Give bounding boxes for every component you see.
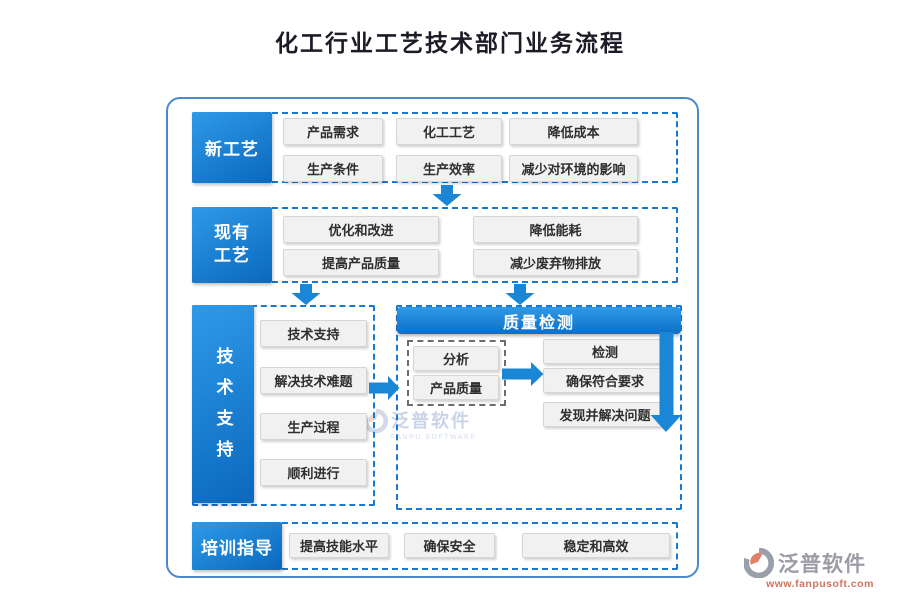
- quality-check-header: 质量检测: [397, 307, 681, 334]
- arrow-down-left-icon: [291, 284, 321, 305]
- brand-url: www.fanpusoft.com: [766, 578, 874, 590]
- box-production-process: 生产过程: [260, 413, 367, 440]
- page-title: 化工行业工艺技术部门业务流程: [275, 30, 625, 56]
- arrow-down-right-icon: [505, 284, 535, 305]
- label-training: 培训指导: [192, 522, 282, 570]
- box-tech-support: 技术支持: [260, 320, 367, 347]
- box-smooth-operation: 顺利进行: [260, 459, 367, 486]
- arrow-right-analysis-to-detect-icon: [502, 362, 544, 386]
- label-new-process: 新工艺: [192, 112, 272, 183]
- brand-logo: 泛普软件 www.fanpusoft.com: [744, 548, 896, 590]
- box-stable-efficient: 稳定和高效: [522, 533, 670, 558]
- label-existing-process: 现有工艺: [192, 207, 272, 283]
- section-quality-check: [396, 305, 682, 510]
- arrow-right-tech-to-qc-icon: [369, 376, 400, 400]
- box-optimize-improve: 优化和改进: [283, 216, 439, 243]
- fanpu-logo-icon: [744, 548, 774, 578]
- box-production-conditions: 生产条件: [283, 155, 383, 182]
- watermark-subtitle: FANPU SOFTWARE: [391, 434, 477, 441]
- box-product-quality: 产品质量: [413, 375, 499, 400]
- box-solve-difficulties: 解决技术难题: [260, 367, 367, 394]
- box-product-demand: 产品需求: [283, 118, 383, 145]
- label-tech-support: 技术支持: [192, 305, 254, 503]
- box-reduce-waste: 减少废弃物排放: [473, 249, 638, 276]
- box-ensure-compliance: 确保符合要求: [543, 368, 667, 393]
- arrow-down-icon: [432, 185, 462, 206]
- watermark-name: 泛普软件: [391, 411, 471, 431]
- box-detection: 检测: [543, 339, 667, 364]
- arrow-down-qc-flow-icon: [650, 332, 682, 432]
- outer-frame: [166, 97, 699, 578]
- brand-name: 泛普软件: [778, 553, 866, 576]
- box-improve-skills: 提高技能水平: [289, 533, 389, 558]
- box-production-efficiency: 生产效率: [396, 155, 502, 182]
- box-find-solve-problems: 发现并解决问题: [543, 402, 667, 427]
- box-cost-reduction: 降低成本: [509, 118, 638, 145]
- box-improve-quality: 提高产品质量: [283, 249, 439, 276]
- box-reduce-energy: 降低能耗: [473, 216, 638, 243]
- box-chemical-process: 化工工艺: [396, 118, 502, 145]
- label-existing-process-text: 现有工艺: [214, 223, 250, 265]
- box-environmental-impact: 减少对环境的影响: [509, 155, 638, 182]
- box-analysis: 分析: [413, 346, 499, 371]
- box-ensure-safety: 确保安全: [404, 533, 495, 558]
